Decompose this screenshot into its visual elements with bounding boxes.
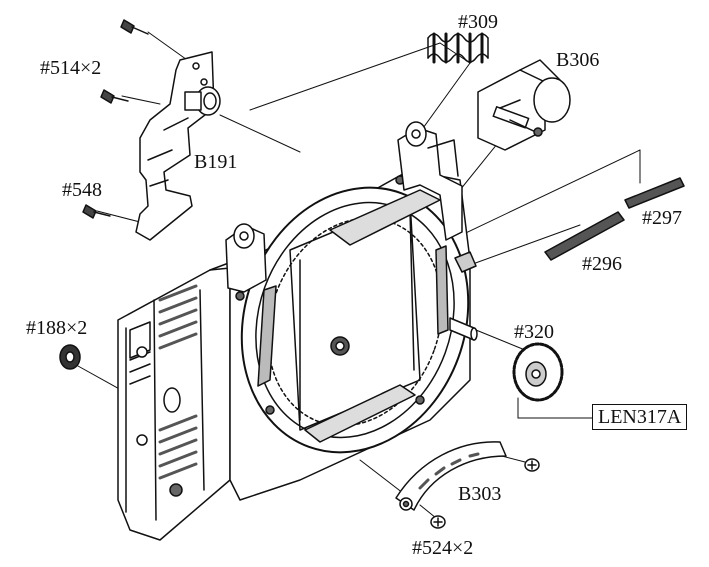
spring-309 <box>427 32 489 64</box>
frame-tower-right <box>397 121 463 241</box>
mirror-box-body <box>229 169 471 501</box>
label-524x2: #524×2 <box>412 537 474 559</box>
label-b191: B191 <box>194 151 238 173</box>
screw-548 <box>82 204 111 219</box>
screw-514-upper <box>120 19 149 35</box>
screw-524-right <box>524 458 540 472</box>
label-len317a: LEN317A <box>592 404 688 430</box>
label-320: #320 <box>514 321 554 343</box>
screw-524-lower <box>430 515 446 529</box>
frame-tower-left <box>225 223 267 301</box>
bracket-b191 <box>135 51 221 241</box>
label-296: #296 <box>582 253 622 275</box>
label-b306: B306 <box>556 49 600 71</box>
gear-320 <box>512 342 564 402</box>
frame-shaft-right <box>449 251 478 341</box>
screw-514-lower <box>100 89 129 104</box>
strip-297 <box>624 177 685 209</box>
part-b306 <box>477 59 571 151</box>
label-297: #297 <box>642 207 682 229</box>
strip-296 <box>544 211 625 261</box>
washer-188 <box>59 344 81 370</box>
label-b303: B303 <box>458 483 502 505</box>
label-548: #548 <box>62 179 102 201</box>
label-188x2: #188×2 <box>26 317 88 339</box>
main-frame-plate <box>117 254 251 541</box>
label-514x2: #514×2 <box>40 57 102 79</box>
part-b303 <box>395 441 507 511</box>
label-309: #309 <box>458 11 498 33</box>
